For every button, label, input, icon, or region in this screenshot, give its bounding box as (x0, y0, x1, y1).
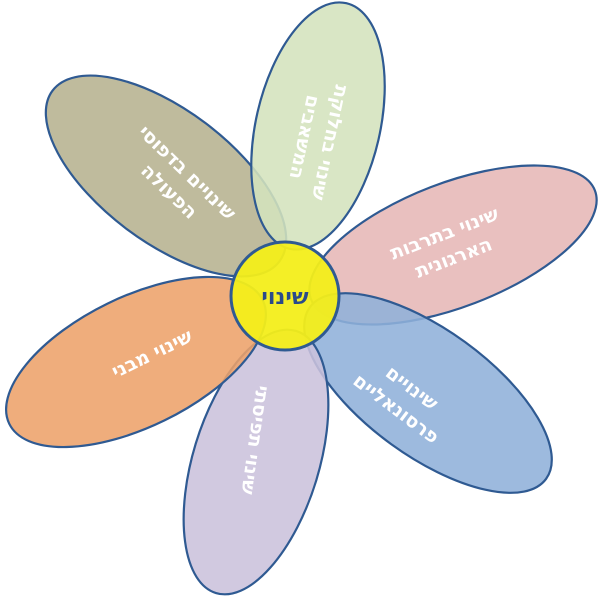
center-circle (229, 240, 341, 352)
center-label: שינוי (261, 285, 308, 310)
center-node: שינוי (229, 240, 341, 352)
